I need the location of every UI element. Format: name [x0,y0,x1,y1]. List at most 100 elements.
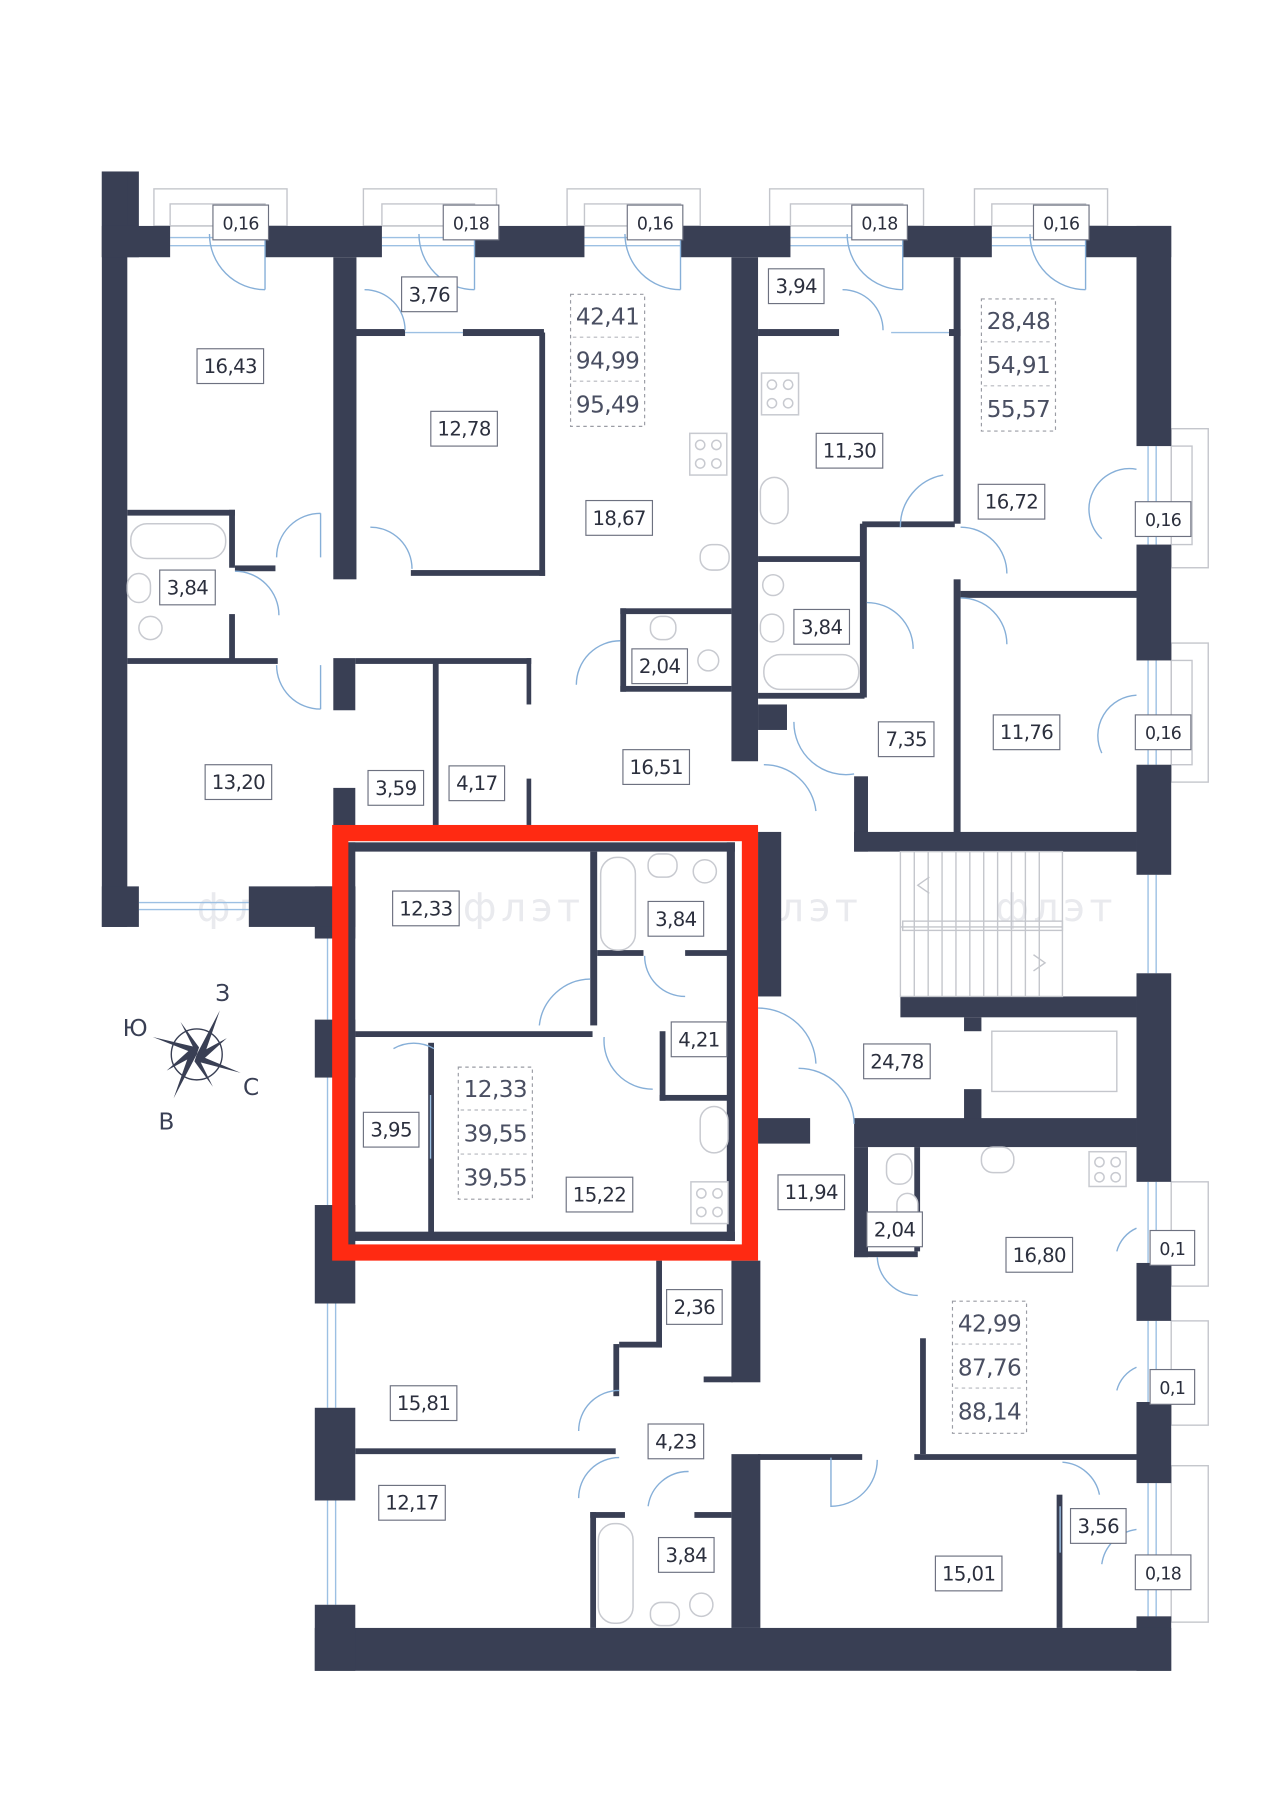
label-box [631,648,689,685]
area-value: 4,23 [655,1430,696,1453]
area-value: 2,36 [674,1296,716,1319]
label-box [378,1484,446,1521]
area-value: 16,72 [985,491,1038,514]
area-value: 0,18 [861,214,897,234]
area-value: 3,94 [776,275,818,298]
label-box [159,569,216,606]
balcony-area-label: 0,1 [1149,1229,1196,1266]
sink-icon [980,1146,1015,1174]
selected-apartment-highlight[interactable] [332,824,759,1261]
label-box [851,204,908,241]
toilet-icon [647,853,678,878]
elevator-shaft [991,1030,1118,1093]
toilet-icon [885,1153,913,1185]
apartment-living-area: 28,48 [987,309,1050,335]
label-box [1134,714,1192,751]
room-area-label: 3,59 [367,769,425,806]
label-box [448,765,506,802]
area-value: 11,30 [823,440,876,463]
area-value: 15,22 [573,1184,626,1207]
area-value: 3,84 [801,616,843,639]
stove-icon [1088,1150,1127,1188]
room-area-label: 12,33 [392,890,460,927]
room-area-label: 3,84 [159,569,216,606]
area-value: 3,59 [375,777,417,800]
sink-icon [138,615,163,641]
label-box [1149,1368,1196,1405]
compass-north: С [243,1075,259,1101]
room-area-label: 11,30 [815,432,884,469]
area-value: 0,18 [1145,1564,1181,1584]
balcony-area-label: 0,16 [1134,501,1192,538]
label-box [863,1043,931,1080]
apartment-living-area: 42,99 [958,1311,1021,1337]
label-box [212,204,270,241]
room-area-label: 4,21 [670,1021,728,1058]
summary-box [569,293,646,427]
label-box [1069,1508,1127,1544]
room-area-label: 3,84 [657,1536,715,1573]
compass-south: Ю [123,1016,148,1042]
room-area-label: 3,56 [1069,1508,1127,1544]
label-box [392,890,460,927]
area-value: 11,76 [1000,721,1053,744]
label-box [767,268,825,305]
toilet-icon [699,543,730,571]
area-value: 0,16 [223,214,259,234]
sink-icon [692,858,718,884]
label-box [565,1176,634,1213]
label-box [196,348,265,385]
room-area-label: 15,22 [565,1176,634,1213]
label-box [934,1555,1003,1592]
label-box [992,714,1061,751]
room-area-label: 7,35 [877,721,935,758]
label-box [815,432,884,469]
balcony-area-label: 0,18 [442,204,500,241]
label-box [1032,204,1090,241]
watermark-text: флэт [463,885,585,931]
area-value: 15,01 [942,1562,995,1585]
label-box [204,764,273,801]
balcony-area-label: 0,18 [1134,1554,1192,1591]
balcony-area-label: 0,16 [1032,204,1090,241]
label-box [1134,501,1192,538]
sink-icon [699,1105,729,1154]
room-area-label: 3,76 [401,276,458,313]
sink-icon [759,476,789,525]
area-value: 0,16 [1145,511,1181,531]
summary-box [951,1300,1028,1434]
label-box [670,1021,728,1058]
room-area-label: 3,94 [767,268,825,305]
bathtub-icon [763,653,860,691]
area-value: 24,78 [870,1050,923,1073]
apartment-total-with-balcony-area: 39,55 [464,1165,527,1191]
room-area-label: 24,78 [863,1043,931,1080]
apartment-living-area: 12,33 [464,1077,527,1103]
label-box [1005,1236,1074,1273]
fixtures [126,372,1127,1627]
label-box [626,204,684,241]
room-area-label: 4,23 [647,1423,705,1460]
stove-icon [690,1181,729,1225]
area-value: 0,16 [637,214,673,234]
room-area-label: 3,95 [362,1111,420,1148]
label-box [793,608,851,645]
label-box [877,721,935,758]
doors [208,234,1137,1565]
apartment-living-area: 42,41 [576,304,639,330]
area-value: 7,35 [885,728,926,751]
label-box [666,1289,723,1325]
label-box [647,900,705,937]
sink-icon [761,573,785,597]
label-box [442,204,500,241]
room-area-label: 16,43 [196,348,265,385]
label-box [1149,1229,1196,1266]
label-box [389,1385,458,1422]
room-area-label: 3,84 [793,608,851,645]
walls [101,171,1172,1671]
sink-icon [689,1592,714,1618]
area-value: 0,16 [1043,214,1079,234]
